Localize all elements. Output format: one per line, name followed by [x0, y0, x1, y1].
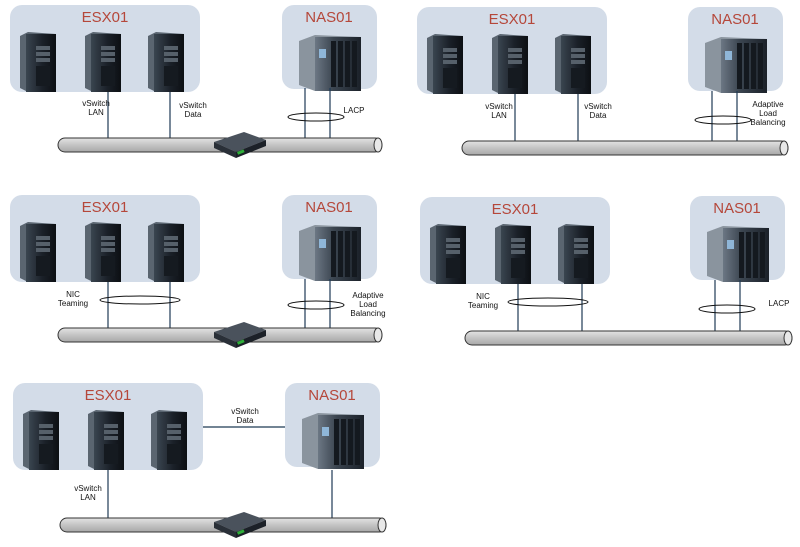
- esx-title: ESX01: [489, 11, 536, 28]
- server-icon: [495, 224, 531, 284]
- server-icon: [148, 222, 184, 282]
- link-label-line: NIC: [66, 290, 80, 299]
- link-label-line: LACP: [769, 299, 790, 308]
- link-aggregation-ring: [287, 112, 345, 122]
- link-label-line: Load: [759, 109, 777, 118]
- link-label-line: LAN: [491, 111, 507, 120]
- nas-storage-icon: [299, 225, 361, 281]
- network-switch-icon: [214, 322, 266, 348]
- server-icon: [492, 34, 528, 94]
- link-aggregation-ring: [287, 300, 345, 310]
- link-aggregation-ring: [694, 115, 752, 125]
- server-icon: [148, 32, 184, 92]
- server-icon: [430, 224, 466, 284]
- link-label-line: LAN: [80, 493, 96, 502]
- esx-title: ESX01: [492, 201, 539, 218]
- link-label-line: Data: [237, 416, 254, 425]
- link-aggregation-ring: [698, 304, 756, 314]
- nas-storage-icon: [705, 37, 767, 93]
- nas-storage-icon: [707, 226, 769, 282]
- link-aggregation-ring: [507, 297, 589, 307]
- server-icon: [555, 34, 591, 94]
- server-icon: [20, 32, 56, 92]
- link-label-line: Adaptive: [352, 291, 384, 300]
- server-icon: [427, 34, 463, 94]
- link-label-line: Data: [185, 110, 202, 119]
- server-icon: [558, 224, 594, 284]
- server-icon: [20, 222, 56, 282]
- server-icon: [85, 32, 121, 92]
- nas-title: NAS01: [305, 9, 353, 26]
- link-label-line: Adaptive: [752, 100, 784, 109]
- nas-storage-icon: [299, 35, 361, 91]
- link-label-line: vSwitch: [485, 102, 513, 111]
- esx-title: ESX01: [82, 199, 129, 216]
- nas-title: NAS01: [711, 11, 759, 28]
- link-label-line: vSwitch: [584, 102, 612, 111]
- network-switch-icon: [214, 512, 266, 538]
- network-bus: [464, 330, 793, 346]
- link-label-line: vSwitch: [82, 99, 110, 108]
- nas-title: NAS01: [305, 199, 353, 216]
- link-label-line: Teaming: [58, 299, 88, 308]
- link-label-line: vSwitch: [179, 101, 207, 110]
- network-switch-icon: [214, 132, 266, 158]
- link-label-line: Teaming: [468, 301, 498, 310]
- network-bus: [461, 140, 789, 156]
- link-label-line: vSwitch: [231, 407, 259, 416]
- link-aggregation-ring: [99, 295, 181, 305]
- link-label-line: Data: [590, 111, 607, 120]
- link-label: LACP: [769, 299, 790, 308]
- nas-title: NAS01: [713, 200, 761, 217]
- link-label-line: vSwitch: [74, 484, 102, 493]
- nas-storage-icon: [302, 413, 364, 469]
- server-icon: [23, 410, 59, 470]
- link-label-line: LACP: [344, 106, 365, 115]
- esx-title: ESX01: [82, 9, 129, 26]
- link-label-line: Balancing: [350, 309, 385, 318]
- link-label-line: NIC: [476, 292, 490, 301]
- nas-title: NAS01: [308, 387, 356, 404]
- esx-title: ESX01: [85, 387, 132, 404]
- server-icon: [85, 222, 121, 282]
- server-icon: [151, 410, 187, 470]
- link-label-line: LAN: [88, 108, 104, 117]
- server-icon: [88, 410, 124, 470]
- link-label-line: Load: [359, 300, 377, 309]
- link-label: LACP: [344, 106, 365, 115]
- link-label-line: Balancing: [750, 118, 785, 127]
